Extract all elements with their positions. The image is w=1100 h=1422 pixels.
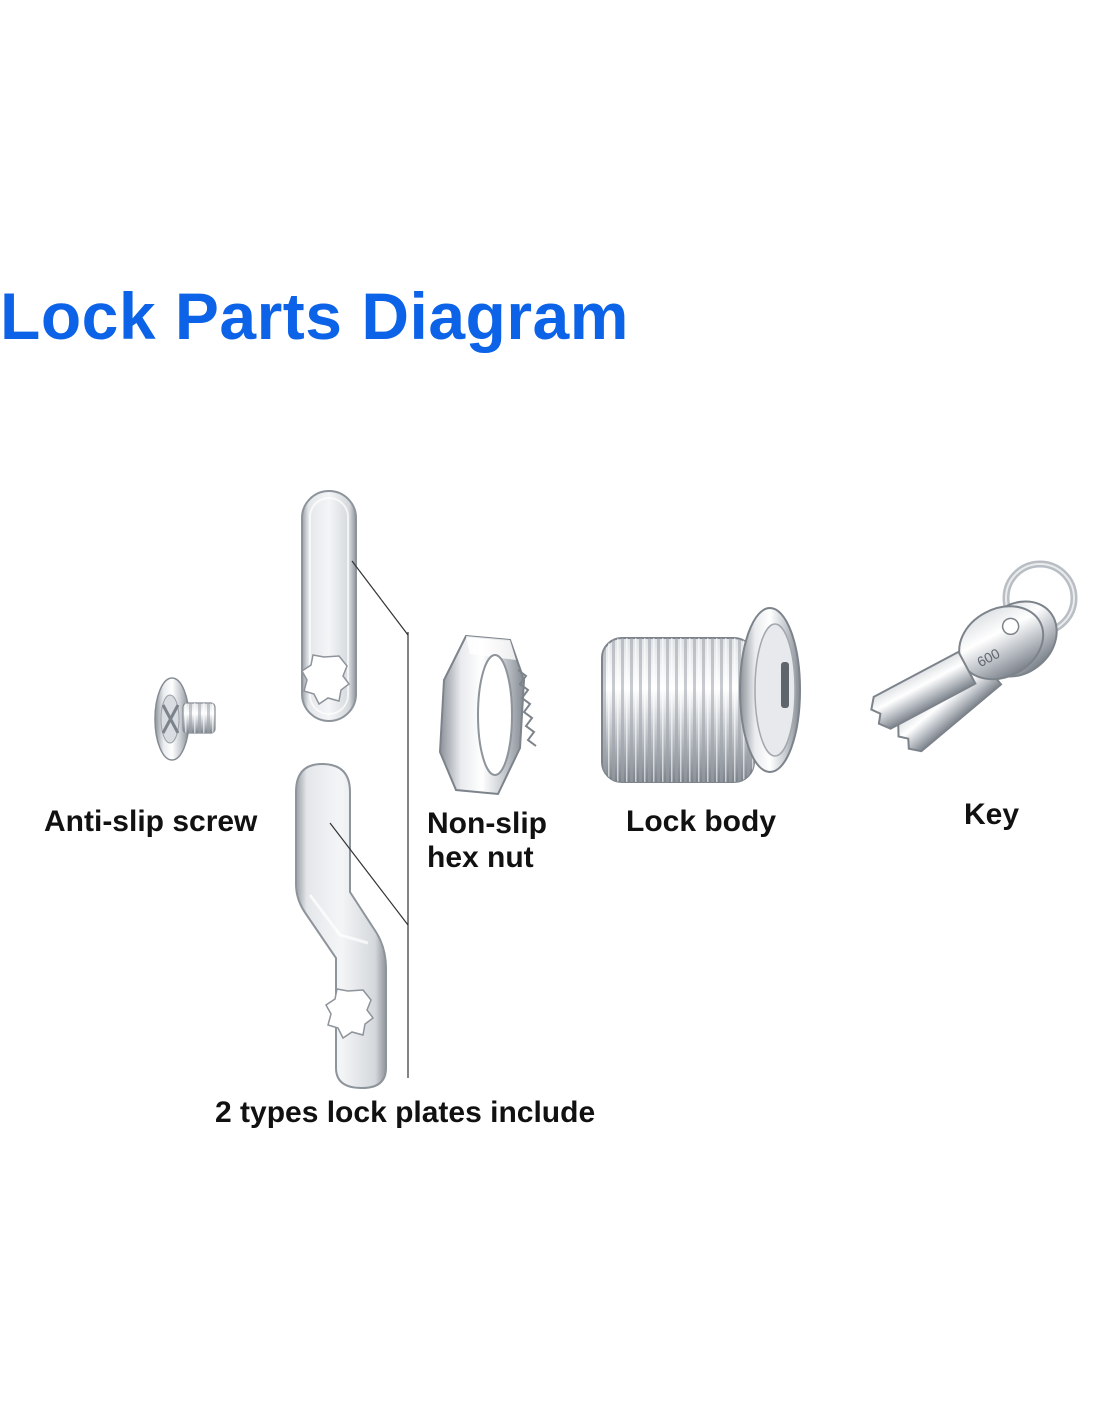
hex-nut-label: Non-slip hex nut <box>427 807 547 875</box>
lock-cylinder-icon <box>601 607 801 783</box>
page-title: Lock Parts Diagram <box>0 279 629 353</box>
plate-leader-lines <box>329 560 409 1078</box>
lock-body-label: Lock body <box>626 805 777 838</box>
screw-icon <box>154 677 216 761</box>
hex-nut-label-line1: Non-slip <box>427 807 547 840</box>
screw-label: Anti-slip screw <box>44 805 258 838</box>
bent-lock-plate-icon <box>295 762 387 1090</box>
keys-icon: 600 <box>870 560 1078 753</box>
hex-nut-label-line2: hex nut <box>427 841 534 874</box>
hex-nut-icon <box>438 634 537 796</box>
lock-plates-label: 2 types lock plates include <box>215 1096 596 1129</box>
straight-lock-plate-icon <box>301 490 357 722</box>
key-label: Key <box>964 798 1020 831</box>
